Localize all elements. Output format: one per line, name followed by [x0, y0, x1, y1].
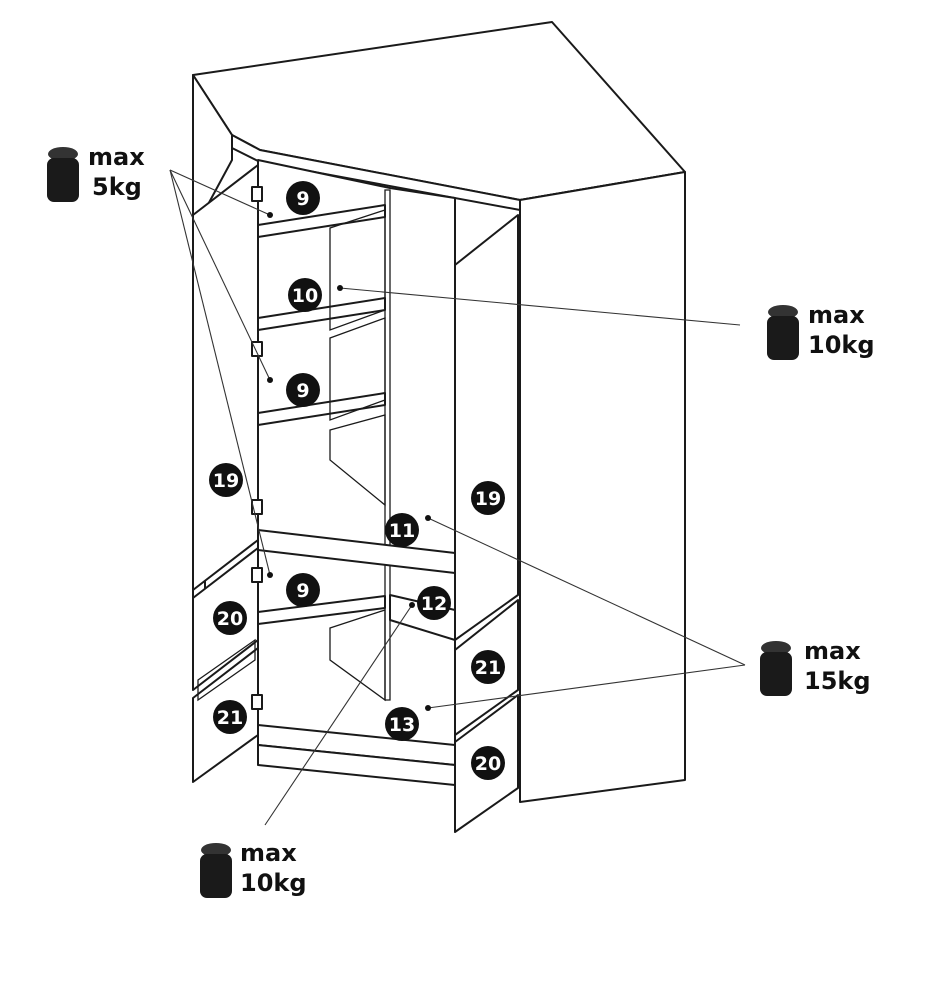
- part-badge-13: 13: [385, 707, 419, 741]
- hinge: [251, 186, 263, 202]
- part-badge-10: 10: [288, 278, 322, 312]
- shelf-side-1: [329, 209, 386, 331]
- svg-text:max: max: [808, 301, 865, 329]
- svg-text:10kg: 10kg: [240, 869, 307, 897]
- svg-text:21: 21: [475, 657, 501, 679]
- load-label-right-lower: max 15kg: [760, 637, 871, 696]
- part-badge-20-right: 20: [471, 746, 505, 780]
- svg-text:max: max: [804, 637, 861, 665]
- leader-dot: [425, 705, 431, 711]
- part-badge-9-lower: 9: [286, 373, 320, 407]
- door-19-left: [192, 164, 259, 591]
- part-badge-11: 11: [385, 513, 419, 547]
- leader-lines: [169, 169, 746, 826]
- svg-text:12: 12: [421, 593, 447, 615]
- svg-text:21: 21: [217, 707, 243, 729]
- hinge-plate: [197, 638, 256, 702]
- part-badge-21-right: 21: [471, 650, 505, 684]
- leader-dot: [267, 212, 273, 218]
- load-label-right-upper: max 10kg: [767, 301, 875, 360]
- leader-dot: [425, 515, 431, 521]
- weight-icon: [47, 147, 79, 202]
- hinge: [251, 341, 263, 357]
- hinge: [251, 567, 263, 583]
- svg-text:20: 20: [217, 608, 243, 630]
- svg-text:9: 9: [296, 580, 309, 602]
- lower-side-panel: [329, 609, 386, 702]
- svg-text:20: 20: [475, 753, 501, 775]
- weight-icon: [760, 641, 792, 696]
- svg-text:13: 13: [389, 714, 415, 736]
- part-badge-21-left: 21: [213, 700, 247, 734]
- leader-dot: [267, 377, 273, 383]
- cabinet-right-side: [519, 171, 686, 803]
- svg-text:19: 19: [475, 488, 501, 510]
- svg-text:11: 11: [389, 520, 415, 542]
- svg-text:9: 9: [296, 380, 309, 402]
- svg-text:10kg: 10kg: [808, 331, 875, 359]
- svg-text:10: 10: [292, 285, 318, 307]
- weight-icon: [200, 843, 232, 898]
- svg-text:max: max: [240, 839, 297, 867]
- shelf-side-3: [329, 414, 386, 507]
- shelf-side-2: [329, 317, 386, 421]
- load-label-bottom: max 10kg: [200, 839, 307, 898]
- part-badge-9-top: 9: [286, 181, 320, 215]
- part-badge-12: 12: [417, 586, 451, 620]
- hinge: [251, 694, 263, 710]
- leader-dot: [267, 572, 273, 578]
- part-badge-19-right: 19: [471, 481, 505, 515]
- svg-text:5kg: 5kg: [92, 173, 142, 201]
- svg-text:max: max: [88, 143, 145, 171]
- part-badge-19-left: 19: [209, 463, 243, 497]
- cabinet-back: [257, 159, 456, 761]
- weight-icon: [767, 305, 799, 360]
- svg-text:15kg: 15kg: [804, 667, 871, 695]
- load-label-top-left: max 5kg: [47, 143, 145, 202]
- leader-dot: [409, 602, 415, 608]
- hinge: [251, 499, 263, 515]
- svg-text:19: 19: [213, 470, 239, 492]
- part-badge-20-left: 20: [213, 601, 247, 635]
- part-badge-9-bottom: 9: [286, 573, 320, 607]
- svg-text:9: 9: [296, 188, 309, 210]
- door-19-right: [454, 214, 519, 641]
- leader-dot: [337, 285, 343, 291]
